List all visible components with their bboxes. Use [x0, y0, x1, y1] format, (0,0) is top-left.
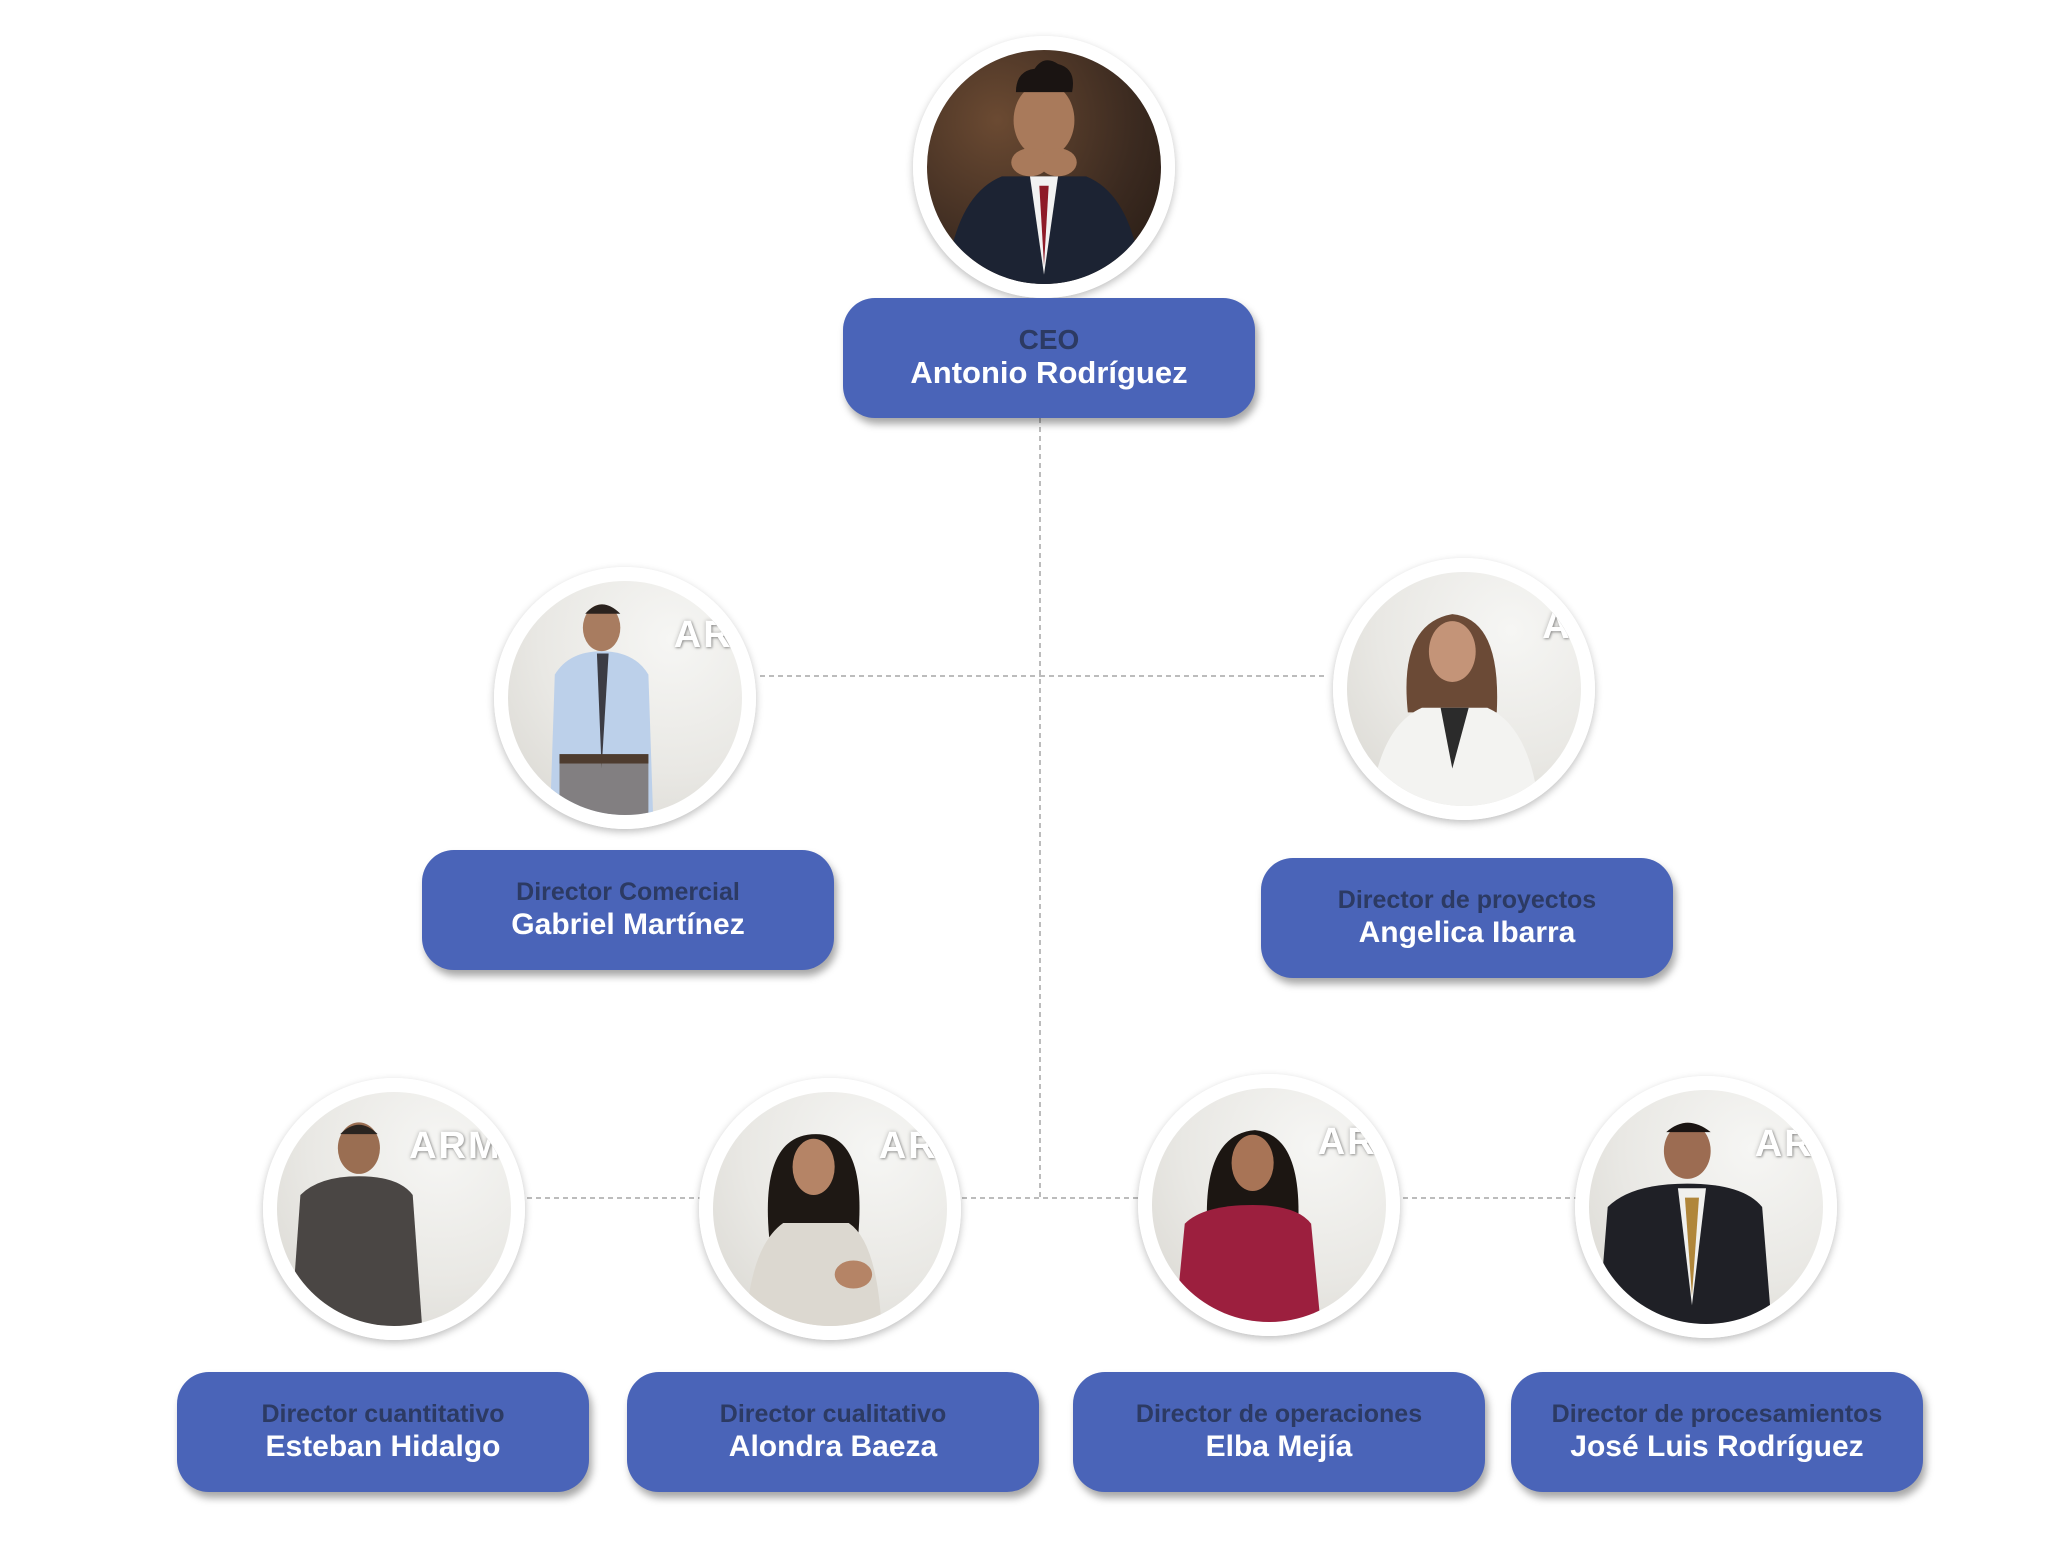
person-name: Angelica Ibarra	[1358, 916, 1576, 949]
watermark-logo: ARM	[409, 1124, 502, 1167]
role-label: Director de procesamientos	[1551, 1400, 1883, 1428]
person-name: Antonio Rodríguez	[910, 355, 1188, 390]
director-operaciones-card[interactable]: Director de operaciones Elba Mejía	[1073, 1372, 1485, 1492]
director-comercial-card[interactable]: Director Comercial Gabriel Martínez	[422, 850, 834, 970]
person-name: Elba Mejía	[1205, 1430, 1353, 1463]
person-name: Gabriel Martínez	[511, 908, 745, 941]
role-label: Director cualitativo	[719, 1400, 947, 1428]
director-proyectos-card[interactable]: Director de proyectos Angelica Ibarra	[1261, 858, 1673, 978]
director-proyectos-photo: A	[1333, 558, 1595, 820]
person-silhouette-icon	[1598, 1122, 1772, 1324]
watermark-logo: AR	[1317, 1120, 1377, 1163]
role-label: Director de operaciones	[1135, 1400, 1423, 1428]
watermark-logo: AR	[673, 613, 733, 656]
person-name: José Luis Rodríguez	[1570, 1430, 1864, 1463]
person-silhouette-icon	[1175, 1130, 1321, 1322]
director-cuantitativo-card[interactable]: Director cuantitativo Esteban Hidalgo	[177, 1372, 589, 1492]
watermark-logo: AR	[878, 1124, 938, 1167]
watermark-logo: A	[1542, 604, 1572, 647]
person-name: Esteban Hidalgo	[265, 1430, 501, 1463]
director-cuantitativo-photo: ARM	[263, 1078, 525, 1340]
role-label: Director Comercial	[516, 878, 740, 906]
watermark-logo: AR	[1754, 1122, 1814, 1165]
director-comercial-photo: AR	[494, 567, 756, 829]
director-procesamientos-card[interactable]: Director de procesamientos José Luis Rod…	[1511, 1372, 1923, 1492]
person-silhouette-icon	[945, 60, 1143, 284]
ceo-card[interactable]: CEO Antonio Rodríguez	[843, 298, 1255, 418]
role-label: CEO	[1018, 324, 1080, 355]
director-cualitativo-photo: AR	[699, 1078, 961, 1340]
director-operaciones-photo: AR	[1138, 1074, 1400, 1336]
director-procesamientos-photo: AR	[1575, 1076, 1837, 1338]
director-cualitativo-card[interactable]: Director cualitativo Alondra Baeza	[627, 1372, 1039, 1492]
role-label: Director de proyectos	[1337, 886, 1597, 914]
person-silhouette-icon	[550, 604, 654, 815]
person-silhouette-icon	[745, 1134, 882, 1326]
person-silhouette-icon	[291, 1122, 423, 1326]
person-name: Alondra Baeza	[728, 1430, 938, 1463]
person-silhouette-icon	[1370, 614, 1539, 806]
role-label: Director cuantitativo	[261, 1400, 505, 1428]
ceo-photo	[913, 36, 1175, 298]
